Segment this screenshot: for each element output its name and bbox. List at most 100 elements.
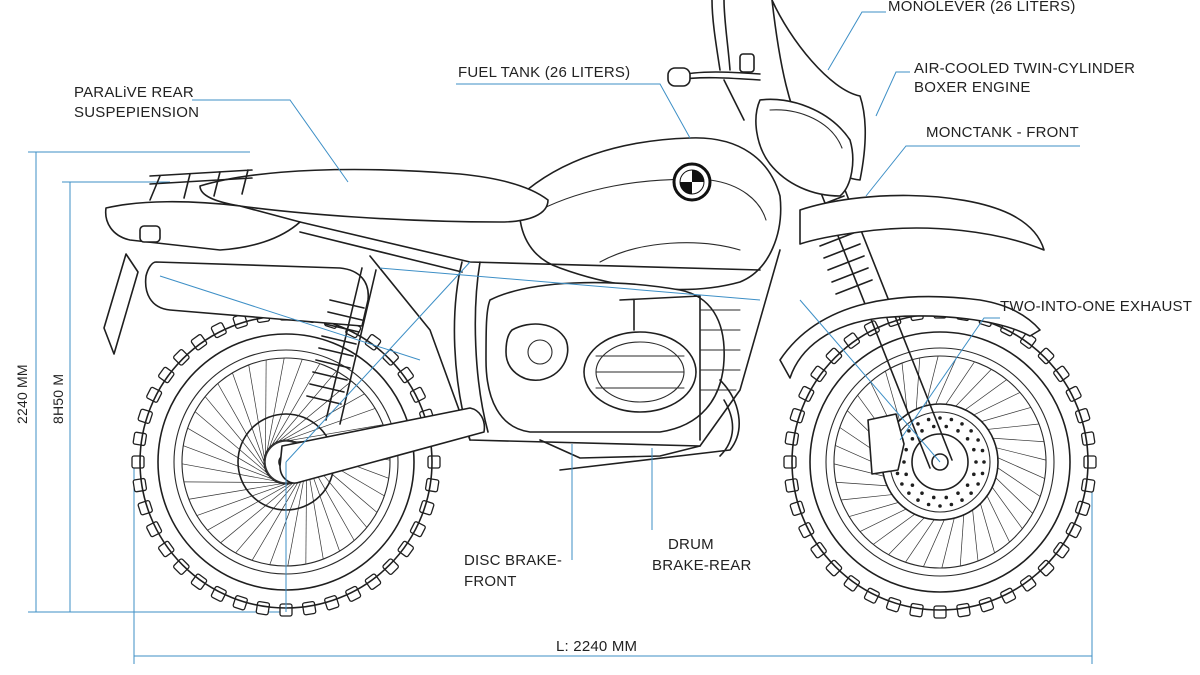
tire-knob (382, 349, 399, 366)
disc-hole (949, 502, 954, 507)
disc-hole (926, 502, 931, 507)
tire-knob (956, 602, 971, 618)
tire-knob (173, 349, 190, 366)
label-drum-brake-line2: BRAKE-REAR (652, 557, 752, 574)
swingarm-shaft (279, 407, 486, 484)
label-fuel-tank: FUEL TANK (26 LITERS) (458, 64, 631, 81)
disc-hole (972, 447, 976, 452)
spoke (232, 372, 270, 477)
label-rear-suspension-line2: SUSPEPIENSION (74, 104, 200, 121)
disc-hole (938, 416, 942, 420)
spoke (187, 427, 283, 484)
tire-knob (131, 455, 145, 469)
spoke (268, 393, 365, 449)
tire-knob (382, 558, 399, 575)
disc-hole (920, 429, 924, 433)
disc-hole (965, 437, 970, 441)
label-disc-brake-line1: DISC BRAKE- (464, 552, 563, 569)
disc-hole (907, 429, 911, 433)
tire-knob (1019, 575, 1037, 592)
disc-hole (980, 448, 985, 453)
tire-knob (424, 477, 440, 493)
disc-hole (965, 483, 970, 487)
spoke (220, 472, 306, 544)
disc-hole (904, 447, 908, 452)
tire-knob (190, 573, 208, 590)
tire-knob (1037, 559, 1055, 577)
spoke (263, 357, 285, 466)
spoke (183, 445, 287, 485)
label-engine-line2: BOXER ENGINE (914, 79, 1031, 96)
label-disc-brake-line2: FRONT (464, 573, 517, 590)
disc-hole (931, 495, 936, 500)
dim-seat-height: 8H50 M (50, 373, 66, 424)
disc-hole (956, 491, 960, 495)
label-engine-line1: AIR-COOLED TWIN-CYLINDER (914, 60, 1136, 77)
tire-knob (364, 573, 382, 590)
tire-knob (255, 600, 271, 616)
disc-hole (956, 429, 960, 433)
disc-hole (960, 498, 964, 502)
spoke (266, 380, 352, 452)
tire-knob (132, 477, 148, 493)
disc-hole (972, 472, 976, 477)
dim-overall-height: 2240 MM (14, 364, 30, 424)
spoke (271, 408, 376, 446)
spoke (181, 463, 290, 485)
disc-hole (938, 504, 942, 508)
tire-knob (1083, 455, 1097, 469)
spoke (248, 364, 268, 474)
disc-hole (920, 491, 924, 495)
disc-hole (944, 424, 949, 429)
tire-knob (909, 602, 924, 618)
boxer-engine (485, 281, 741, 441)
dimension-lines (28, 151, 1093, 664)
windscreen-headlight (755, 0, 867, 197)
spoke (188, 480, 298, 500)
tire-knob (843, 332, 861, 349)
tire-knob (397, 366, 414, 384)
tire-knob (1080, 431, 1096, 446)
tire-knob (364, 334, 382, 351)
label-rear-suspension-line1: PARALiVE REAR (74, 84, 194, 101)
disc-hole (904, 472, 908, 477)
disc-hole (895, 471, 900, 476)
leader-lines (159, 11, 1080, 612)
disc-hole (976, 438, 980, 442)
disc-hole (969, 491, 973, 495)
tire-knob (173, 558, 190, 575)
tire-knob (825, 347, 843, 365)
tire-knob (784, 431, 800, 446)
rear-shock (306, 267, 377, 425)
label-monolever: MONOLEVER (26 LITERS) (888, 0, 1076, 15)
label-drum-brake-line1: DRUM (668, 536, 714, 553)
rear-rack-tail (103, 169, 301, 355)
spoke (263, 359, 303, 463)
disc-hole (907, 491, 911, 495)
tire-knob (783, 455, 797, 469)
tire-knob (190, 334, 208, 351)
tire-knob (158, 366, 175, 384)
tire-knob (132, 431, 148, 447)
tire-knob (933, 605, 947, 619)
spoke (264, 359, 267, 470)
seat (199, 168, 549, 223)
disc-hole (916, 422, 920, 426)
bmw-roundel-icon (672, 162, 712, 202)
dim-length: L: 2240 MM (556, 638, 638, 655)
tire-knob (1037, 347, 1055, 365)
tire-knob (301, 600, 317, 616)
spoke (183, 481, 294, 484)
tire-knob (1053, 541, 1070, 559)
disc-hole (910, 483, 915, 487)
disc-hole (916, 498, 920, 502)
spoke (204, 396, 276, 482)
exhaust-silencer (144, 261, 369, 327)
tire-knob (825, 559, 843, 577)
tire-knob (843, 575, 861, 592)
disc-hole (982, 460, 986, 464)
tire-knob (784, 478, 800, 493)
disc-hole (960, 422, 964, 426)
